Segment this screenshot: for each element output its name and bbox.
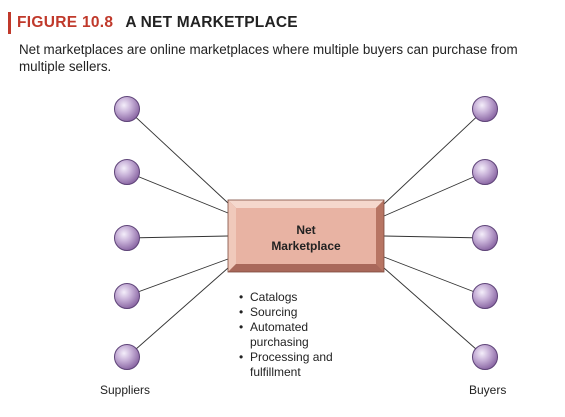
buyer-nodes: [472, 96, 498, 370]
buyer-connector: [383, 235, 486, 239]
net-marketplace-line1: Net: [296, 223, 316, 237]
supplier-nodes: [114, 96, 140, 370]
buyers-label: Buyers: [469, 383, 507, 397]
supplier-connector: [126, 267, 229, 358]
feature-list: Catalogs Sourcing Automated purchasing P…: [238, 290, 340, 380]
supplier-connector: [126, 235, 229, 239]
buyer-node: [472, 283, 498, 309]
figure-caption: Net marketplaces are online marketplaces…: [19, 42, 518, 74]
feature-automated-purchasing: Automated purchasing: [250, 320, 309, 349]
buyer-node: [472, 225, 498, 251]
net-marketplace-label: Net Marketplace: [234, 222, 378, 254]
figure-accent-bar: [8, 12, 11, 34]
supplier-node: [114, 344, 140, 370]
supplier-node: [114, 225, 140, 251]
buyer-connector: [383, 267, 486, 358]
feature-sourcing: Sourcing: [250, 305, 298, 319]
net-marketplace-line2: Marketplace: [271, 239, 341, 253]
supplier-node: [114, 159, 140, 185]
figure-title: A NET MARKETPLACE: [125, 14, 298, 31]
connector-lines: [126, 108, 486, 358]
feature-item: Sourcing: [238, 305, 340, 320]
buyer-node: [472, 96, 498, 122]
figure-header: FIGURE 10.8 A NET MARKETPLACE: [8, 12, 298, 34]
suppliers-label: Suppliers: [100, 383, 151, 397]
buyer-connector: [383, 108, 486, 205]
supplier-connector: [126, 108, 229, 204]
supplier-connector: [126, 171, 229, 214]
net-marketplace-box: [227, 199, 385, 273]
supplier-node: [114, 283, 140, 309]
feature-processing-fulfillment: Processing and fulfillment: [250, 350, 333, 379]
buyer-node: [472, 159, 498, 185]
supplier-connector: [126, 258, 229, 297]
buyer-connector: [383, 171, 486, 217]
supplier-node: [114, 96, 140, 122]
feature-catalogs: Catalogs: [250, 290, 298, 304]
buyer-node: [472, 344, 498, 370]
feature-item: Processing and fulfillment: [238, 350, 340, 380]
buyer-connector: [383, 256, 486, 297]
figure-number: FIGURE 10.8: [17, 14, 114, 31]
feature-item: Catalogs: [238, 290, 340, 305]
feature-item: Automated purchasing: [238, 320, 330, 350]
